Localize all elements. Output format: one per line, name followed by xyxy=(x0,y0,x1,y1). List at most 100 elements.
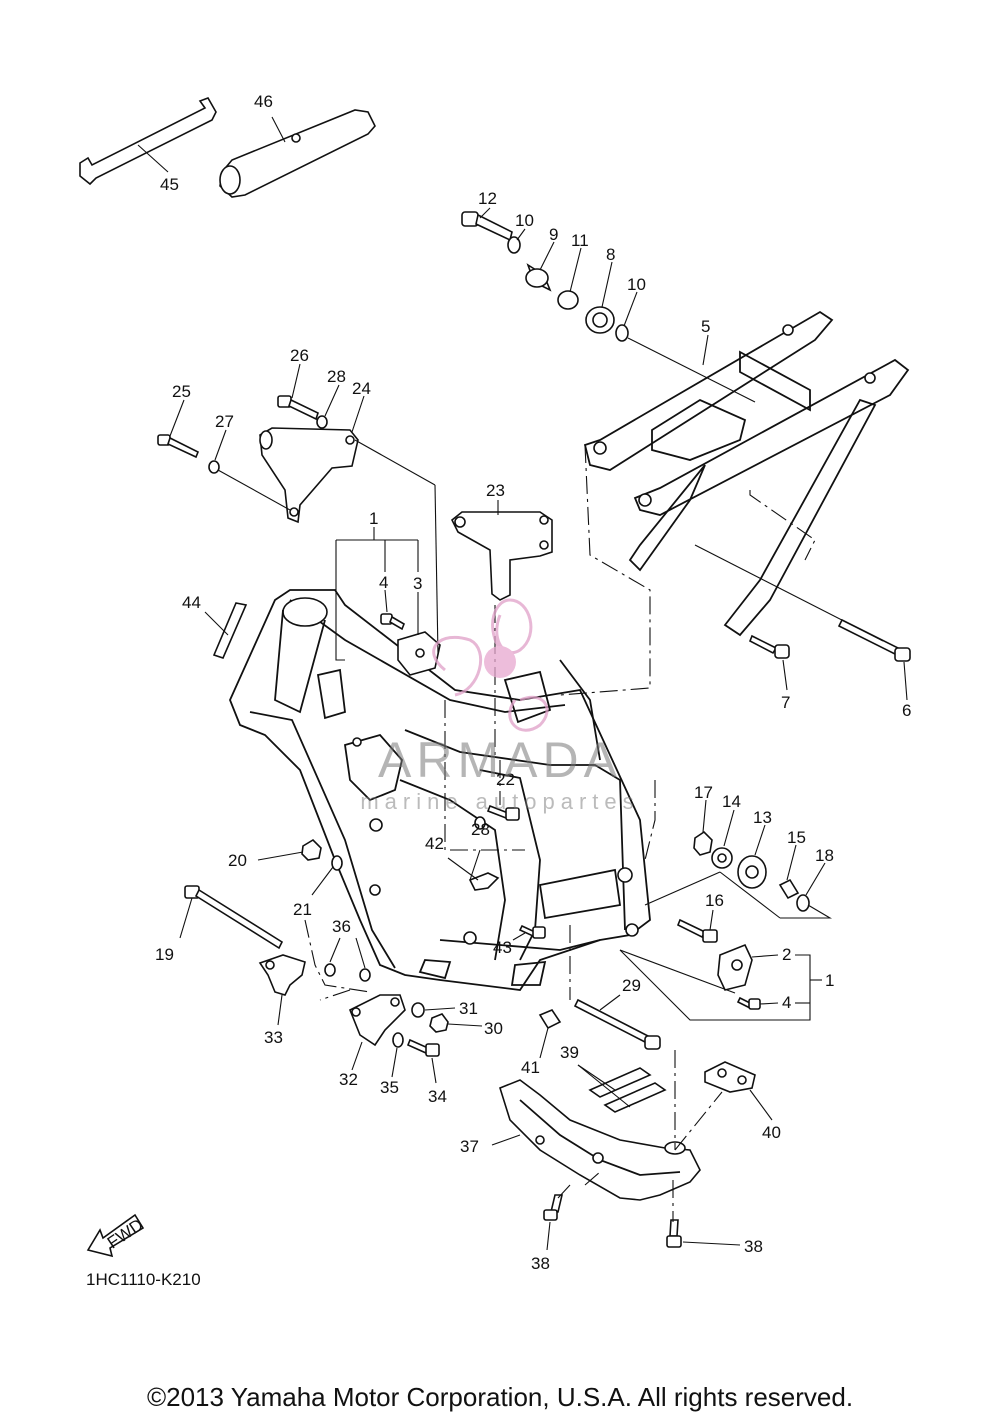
callout-17: 17 xyxy=(694,783,713,802)
diagram-code: 1HC1110-K210 xyxy=(86,1270,201,1289)
callout-26: 26 xyxy=(290,346,309,365)
part-34-bolt xyxy=(406,1038,440,1057)
callout-42: 42 xyxy=(425,834,444,853)
callout-32: 32 xyxy=(339,1070,358,1089)
part-35-washer xyxy=(392,1032,404,1048)
part-33-bracket xyxy=(258,954,306,996)
part-28-washer-b xyxy=(474,816,486,830)
callout-28a: 28 xyxy=(327,367,346,386)
part-22-bolt xyxy=(486,804,520,821)
part-19-bolt xyxy=(184,885,284,950)
callout-15: 15 xyxy=(787,828,806,847)
part-29-bolt xyxy=(573,998,661,1050)
part-11-bush xyxy=(557,290,579,310)
callout-34: 34 xyxy=(428,1087,447,1106)
callout-46: 46 xyxy=(254,92,273,111)
callouts: 46 45 12 10 9 11 8 10 5 26 28 25 24 27 2… xyxy=(155,92,911,1273)
part-23-engine-bracket xyxy=(450,511,553,601)
part-9-collar xyxy=(525,263,552,292)
part-10-washer-b xyxy=(615,324,629,342)
callout-12: 12 xyxy=(478,189,497,208)
part-12-pivot-bolt xyxy=(461,211,513,242)
part-25-bolt xyxy=(157,434,200,459)
callout-24: 24 xyxy=(352,379,371,398)
callout-29: 29 xyxy=(622,976,641,995)
callout-38a: 38 xyxy=(531,1254,550,1273)
fwd-arrow-icon: FWD xyxy=(86,1213,147,1258)
part-32-bracket xyxy=(348,994,406,1047)
part-31-washer xyxy=(411,1002,425,1018)
callout-45: 45 xyxy=(160,175,179,194)
part-16-bolt xyxy=(676,918,718,943)
part-30-nut xyxy=(429,1013,449,1033)
part-2-bracket xyxy=(717,943,753,991)
callout-4b: 4 xyxy=(782,993,791,1012)
callout-3: 3 xyxy=(413,574,422,593)
callout-41: 41 xyxy=(521,1058,540,1077)
callout-27: 27 xyxy=(215,412,234,431)
callout-1a: 1 xyxy=(369,509,378,528)
part-20-nut xyxy=(301,838,322,861)
callout-35: 35 xyxy=(380,1078,399,1097)
part-45-spanner xyxy=(79,97,217,186)
callout-37: 37 xyxy=(460,1137,479,1156)
part-13-damper xyxy=(737,855,767,889)
callout-31: 31 xyxy=(459,999,478,1018)
part-42-clip xyxy=(468,872,500,891)
callout-10a: 10 xyxy=(515,211,534,230)
callout-43: 43 xyxy=(493,938,512,957)
part-44-tape xyxy=(212,602,248,659)
callout-18: 18 xyxy=(815,846,834,865)
callout-40: 40 xyxy=(762,1123,781,1142)
part-36-washer-b xyxy=(359,968,371,982)
part-36-washer-a xyxy=(324,963,336,977)
callout-20: 20 xyxy=(228,851,247,870)
callout-30: 30 xyxy=(484,1019,503,1038)
callout-5: 5 xyxy=(701,317,710,336)
callout-25: 25 xyxy=(172,382,191,401)
part-1-main-frame xyxy=(229,589,651,991)
callout-16: 16 xyxy=(705,891,724,910)
part-17-nut xyxy=(693,830,713,856)
part-14-collar xyxy=(711,847,733,869)
callout-28b: 28 xyxy=(471,820,490,839)
part-4-bolt-a xyxy=(380,613,405,631)
part-21-washer xyxy=(331,855,343,871)
part-43-bolt xyxy=(518,924,546,939)
callout-14: 14 xyxy=(722,792,741,811)
callout-10b: 10 xyxy=(627,275,646,294)
part-5-rear-frame xyxy=(583,310,910,637)
callout-23: 23 xyxy=(486,481,505,500)
callout-36: 36 xyxy=(332,917,351,936)
part-38-bolt-a xyxy=(543,1194,564,1221)
callout-21: 21 xyxy=(293,900,312,919)
alignment-lines xyxy=(304,444,816,1222)
part-40-bracket xyxy=(704,1061,756,1093)
part-39-pads xyxy=(588,1067,667,1113)
part-37-skid-plate xyxy=(499,1079,701,1201)
fwd-label: FWD xyxy=(104,1215,147,1252)
callout-22: 22 xyxy=(496,770,515,789)
copyright-notice: ©2013 Yamaha Motor Corporation, U.S.A. A… xyxy=(146,1382,854,1412)
callout-39: 39 xyxy=(560,1043,579,1062)
part-4-bolt-b xyxy=(736,996,761,1010)
part-28-washer-a xyxy=(316,415,328,429)
callout-9: 9 xyxy=(549,225,558,244)
callout-4a: 4 xyxy=(379,573,388,592)
callout-11: 11 xyxy=(571,231,589,250)
callout-6: 6 xyxy=(902,701,911,720)
part-18-washer xyxy=(796,894,810,912)
callout-7: 7 xyxy=(781,693,790,712)
callout-1b: 1 xyxy=(825,971,834,990)
callout-38b: 38 xyxy=(744,1237,763,1256)
callout-8: 8 xyxy=(606,245,615,264)
part-26-bolt xyxy=(277,395,319,421)
leader-lines xyxy=(137,116,908,1251)
callout-19: 19 xyxy=(155,945,174,964)
callout-44: 44 xyxy=(182,593,201,612)
part-6-bolt xyxy=(837,618,911,662)
callout-2: 2 xyxy=(782,945,791,964)
part-24-engine-bracket xyxy=(259,427,359,524)
part-38-bolt-b xyxy=(666,1219,682,1248)
